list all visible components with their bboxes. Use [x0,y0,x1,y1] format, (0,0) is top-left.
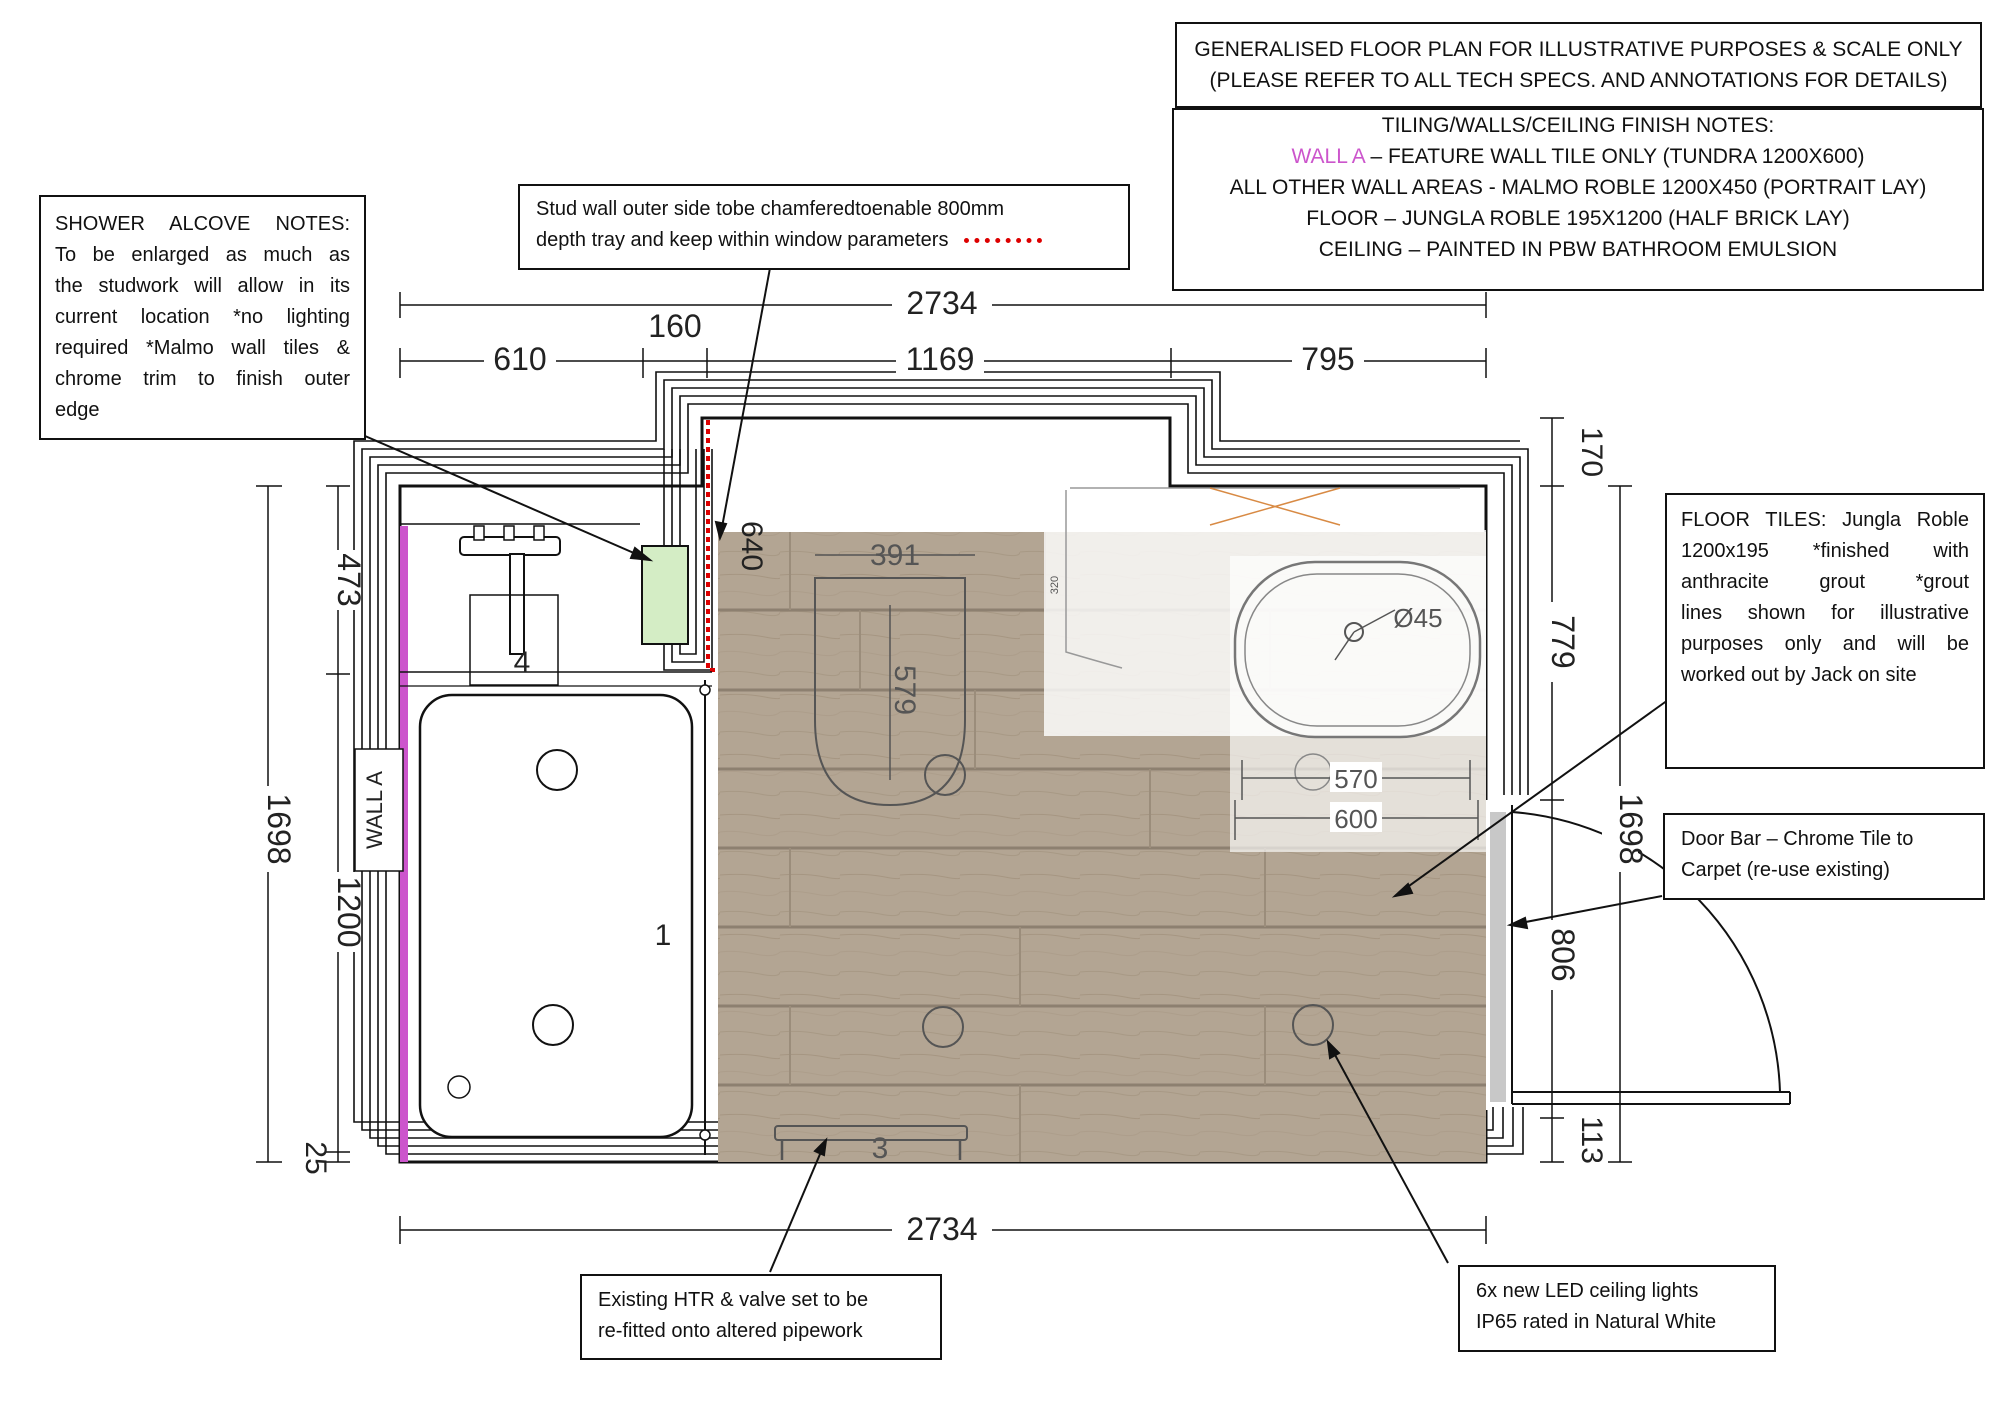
dimension-labels: 2734 610 160 1169 795 2734 1698 473 1200… [250,285,1649,1247]
dim-wc-579: 579 [888,665,921,715]
dim-left-1698: 1698 [261,793,297,864]
door [1490,805,1791,1105]
title-note-line2: (PLEASE REFER TO ALL TECH SPECS. AND ANN… [1209,69,1948,92]
dim-basin-320: 320 [1049,576,1061,594]
item-1-label: 1 [655,919,672,952]
finish-notes-floor: FLOOR – JUNGLA ROBLE 195X1200 (HALF BRIC… [1306,207,1850,230]
leader-lines [364,267,1669,1273]
shower-alcove-note: SHOWER ALCOVE NOTES: To be enlarged as m… [39,195,366,440]
dim-1169: 1169 [906,341,975,377]
dim-right-779: 779 [1545,615,1581,668]
door-bar [1490,812,1506,1102]
dim-right-113: 113 [1575,1116,1608,1164]
dim-basin-600: 600 [1334,804,1377,834]
item-3-label: 3 [872,1132,889,1165]
dim-basin-diameter: Ø45 [1393,603,1442,633]
chamfer-dotted-line [706,420,718,672]
led-lights-note: 6x new LED ceiling lights IP65 rated in … [1458,1265,1776,1352]
dim-right-1698: 1698 [1613,793,1649,864]
dim-left-25: 25 [299,1141,332,1174]
floor-tiles-note: FLOOR TILES: Jungla Roble 1200x195 *fini… [1665,493,1985,769]
dim-right-170: 170 [1575,427,1608,477]
title-note: GENERALISED FLOOR PLAN FOR ILLUSTRATIVE … [1175,22,1982,108]
wall-a-label-box [354,748,404,872]
door-bar-note: Door Bar – Chrome Tile to Carpet (re-use… [1663,813,1985,900]
dim-right-806: 806 [1545,928,1581,981]
bench: 3 [774,1125,968,1165]
dotted-line-key [964,238,1043,244]
wall-a-label: WALL A [362,771,387,849]
finish-notes-wall-a: WALL A – FEATURE WALL TILE ONLY (TUNDRA … [1291,145,1865,168]
dim-wc-391: 391 [870,539,920,572]
dim-left-1200: 1200 [331,876,367,947]
finish-notes-heading: TILING/WALLS/CEILING FINISH NOTES: [1381,114,1775,137]
finish-notes-ceiling: CEILING – PAINTED IN PBW BATHROOM EMULSI… [1318,238,1838,261]
title-note-line1: GENERALISED FLOOR PLAN FOR ILLUSTRATIVE … [1194,38,1963,61]
stud-wall-note: Stud wall outer side tobe chamferedtoena… [518,184,1130,270]
dim-left-473: 473 [331,553,367,606]
wc: 391 579 [814,539,975,807]
vanity-taps: 4 [400,523,640,686]
bath: 1 [400,671,712,1155]
led-lights [922,1004,1334,1048]
finish-notes-other-walls: ALL OTHER WALL AREAS - MALMO ROBLE 1200X… [1229,176,1927,199]
finish-notes: TILING/WALLS/CEILING FINISH NOTES: WALL … [1172,108,1984,291]
dim-795: 795 [1301,341,1354,377]
dim-overall-bottom: 2734 [906,1211,977,1247]
dim-overall-top: 2734 [906,285,977,321]
dim-alcove-640: 640 [735,521,768,571]
dim-160: 160 [648,308,701,344]
wall-a-tag: WALL A [1291,145,1365,168]
dim-610: 610 [493,341,546,377]
basin-unit: 320 Ø45 570 600 [1044,487,1486,852]
htr-valve-note: Existing HTR & valve set to be re-fitted… [580,1274,942,1360]
dim-basin-570: 570 [1334,764,1377,794]
shower-tray [641,545,689,645]
shower-alcove [641,420,718,672]
item-4-label: 4 [514,646,531,679]
